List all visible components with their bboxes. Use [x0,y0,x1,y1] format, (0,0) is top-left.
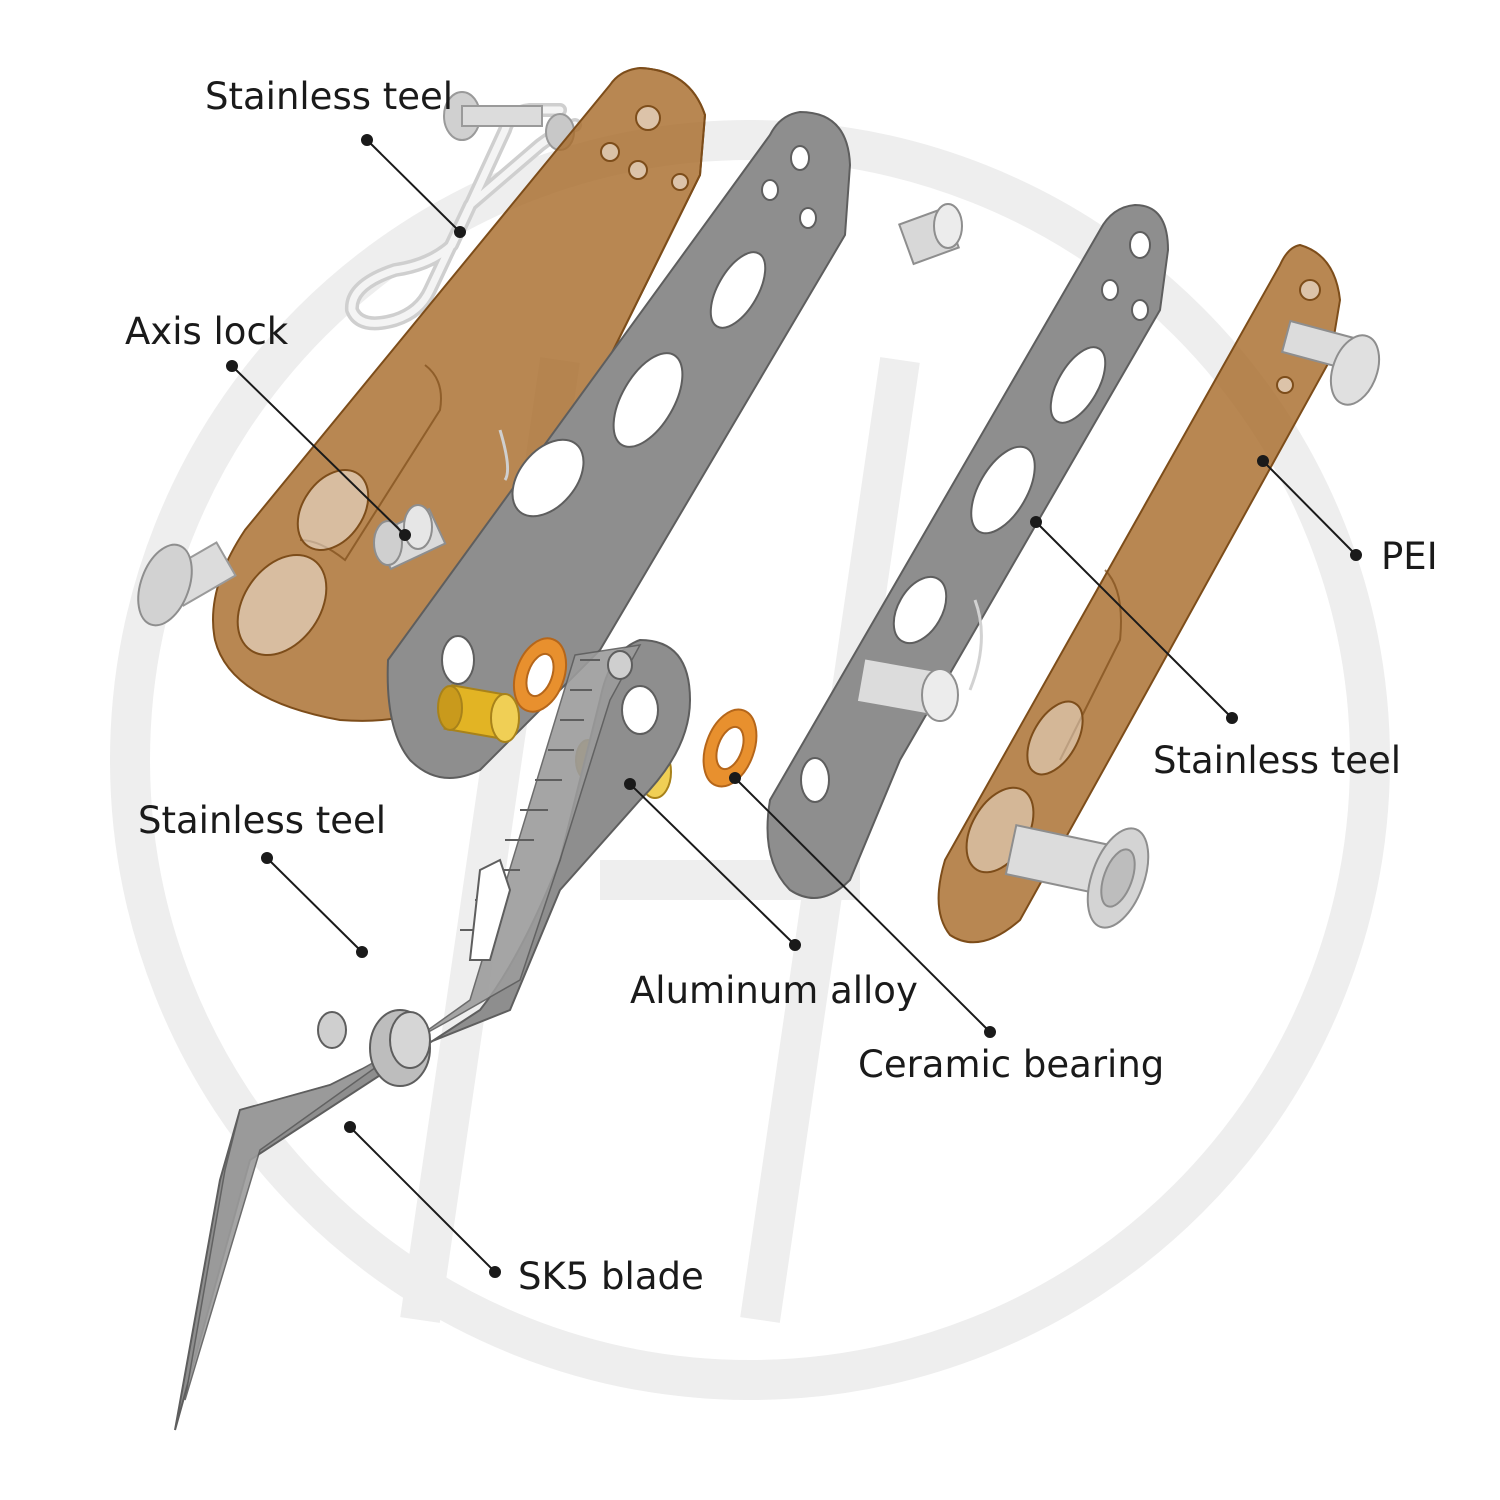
label-bearing: Ceramic bearing [858,1043,1165,1086]
left-steel-liner [386,110,852,779]
label-axis-lock: Axis lock [125,310,289,353]
right-steel-liner [766,203,1170,899]
blade-assembly [174,638,692,1431]
aluminum-pivot-left [437,684,520,743]
leader-pivot [624,778,801,951]
right-handle-screw-top [1280,319,1381,406]
label-clip-material: Stainless teel [205,75,454,118]
leader-clip [361,134,466,238]
ceramic-bearing-right [702,708,758,788]
leader-liner [1030,516,1238,724]
label-blade-material: SK5 blade [518,1255,704,1298]
leader-axis-lock [226,360,411,541]
label-handle-material: PEI [1381,535,1438,578]
right-pei-handle [937,243,1342,944]
label-blade-tang-material: Stainless teel [138,799,387,842]
ceramic-bearing-left [512,637,568,713]
left-pivot-screw [137,541,237,627]
pocket-clip [344,103,582,331]
leader-handle [1257,455,1362,561]
left-pei-handle [212,66,707,722]
leader-blade [344,1121,501,1278]
standoff-spacer [897,203,963,266]
clip-screw [443,91,575,151]
leader-bearing [729,772,996,1038]
axis-lock-part [373,504,447,571]
leader-lines [226,134,1362,1278]
label-pivot-material: Aluminum alloy [630,969,918,1012]
right-handle-screw-bottom [1004,823,1150,929]
label-liner-material: Stainless teel [1153,739,1402,782]
right-liner-stud [855,657,959,722]
leader-blade-tang [261,852,368,958]
